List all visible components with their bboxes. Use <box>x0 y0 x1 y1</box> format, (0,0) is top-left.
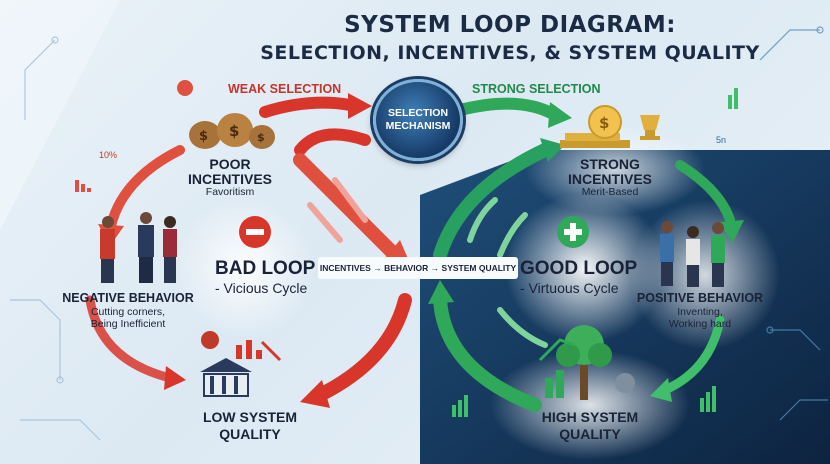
strong-incentives-subtitle: Merit-Based <box>581 186 639 198</box>
bad-loop-subtitle: - Vicious Cycle <box>215 280 308 296</box>
small-chart-icons <box>452 88 738 417</box>
high-quality-title-1: HIGH SYSTEM <box>541 409 639 425</box>
weak-selection-label: WEAK SELECTION <box>228 82 342 96</box>
positive-behavior-subtitle-2: Working hard <box>668 318 732 330</box>
money-bags-icon: $ $ $ <box>189 113 275 149</box>
svg-text:$: $ <box>599 114 609 132</box>
strong-selection-label: STRONG SELECTION <box>472 82 601 96</box>
good-loop-subtitle: - Virtuous Cycle <box>520 280 619 296</box>
coins-trophy-icon: $ <box>560 105 660 148</box>
svg-text:$: $ <box>229 122 239 140</box>
broken-building-icon <box>200 331 282 397</box>
bad-loop-title: BAD LOOP <box>215 258 316 279</box>
good-loop-arrows <box>428 97 744 412</box>
good-glow <box>505 193 665 343</box>
title-line-2: SELECTION, INCENTIVES, & SYSTEM QUALITY <box>260 42 760 64</box>
diagram-title: SYSTEM LOOP DIAGRAM: SELECTION, INCENTIV… <box>200 10 820 66</box>
low-quality-title-2: QUALITY <box>219 426 281 442</box>
svg-text:$: $ <box>199 129 208 144</box>
poor-incentives-subtitle: Favoritism <box>205 186 255 198</box>
collaborating-people-icon <box>660 221 725 287</box>
light-diagonal-band <box>0 0 120 230</box>
positive-behavior-title: POSITIVE BEHAVIOR <box>636 291 764 305</box>
title-line-1: SYSTEM LOOP DIAGRAM: <box>344 12 676 38</box>
negative-behavior-title: NEGATIVE BEHAVIOR <box>62 291 194 305</box>
negative-behavior-subtitle-1: Cutting corners, <box>90 306 166 318</box>
circuit-traces-right <box>759 26 828 421</box>
negative-behavior-subtitle-2: Being Inefficient <box>90 318 166 330</box>
selection-mechanism-node: SELECTION MECHANISM <box>373 79 463 161</box>
high-quality-title-2: QUALITY <box>559 426 621 442</box>
circuit-traces-left <box>10 36 101 441</box>
center-flow-label: INCENTIVES → BEHAVIOR → SYSTEM QUALITY <box>319 263 517 273</box>
growth-stat: 5n <box>716 135 727 145</box>
growth-tree-icon <box>538 325 635 400</box>
percent-stat: 10% <box>99 150 118 160</box>
positive-behavior-subtitle-1: Inventing, <box>677 306 723 318</box>
decline-chart-icon <box>75 180 91 192</box>
bad-glow <box>175 198 315 338</box>
low-quality-title-1: LOW SYSTEM <box>202 409 298 425</box>
center-flow-bar: INCENTIVES → BEHAVIOR → SYSTEM QUALITY <box>318 257 518 279</box>
arguing-people-icon <box>100 212 177 283</box>
good-loop-title: GOOD LOOP <box>520 258 638 279</box>
selection-mechanism-label: SELECTION MECHANISM <box>385 107 451 132</box>
pie-chart-icon <box>177 80 193 96</box>
strong-incentives-title: STRONG INCENTIVES <box>567 156 652 187</box>
svg-text:$: $ <box>257 131 265 144</box>
poor-incentives-title: POOR INCENTIVES <box>187 156 272 187</box>
good-bottom-glow <box>490 350 690 460</box>
